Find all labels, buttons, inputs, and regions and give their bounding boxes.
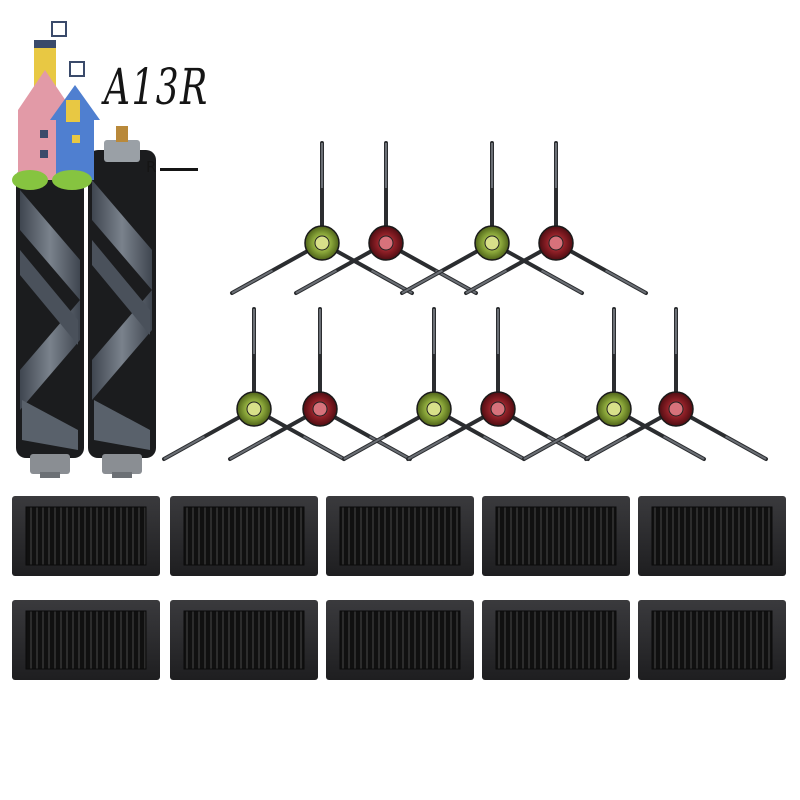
filter xyxy=(170,496,318,576)
brand-logo-subtext: R xyxy=(146,158,157,176)
filter xyxy=(170,600,318,680)
filter xyxy=(638,600,786,680)
side-brush xyxy=(230,141,414,295)
brand-logo: A13R R xyxy=(0,0,207,200)
side-brush xyxy=(162,307,346,461)
side-brush xyxy=(342,307,526,461)
side-brush xyxy=(294,141,478,295)
filter xyxy=(482,600,630,680)
side-brush xyxy=(522,307,706,461)
brand-logo-underline xyxy=(160,168,198,171)
side-brush xyxy=(400,141,584,295)
main-brush-1 xyxy=(16,168,84,478)
side-brush xyxy=(228,307,412,461)
filter xyxy=(12,496,160,576)
main-brush-2 xyxy=(88,126,156,478)
logo-house-artwork xyxy=(12,21,100,190)
side-brush xyxy=(464,141,648,295)
brand-logo-text: A13R xyxy=(104,58,209,116)
side-brush xyxy=(406,307,590,461)
side-brush xyxy=(584,307,768,461)
filter xyxy=(326,496,474,576)
filter xyxy=(12,600,160,680)
side-brush-group xyxy=(162,141,768,461)
filter xyxy=(482,496,630,576)
filter xyxy=(326,600,474,680)
filter-group xyxy=(12,496,786,680)
filter xyxy=(638,496,786,576)
